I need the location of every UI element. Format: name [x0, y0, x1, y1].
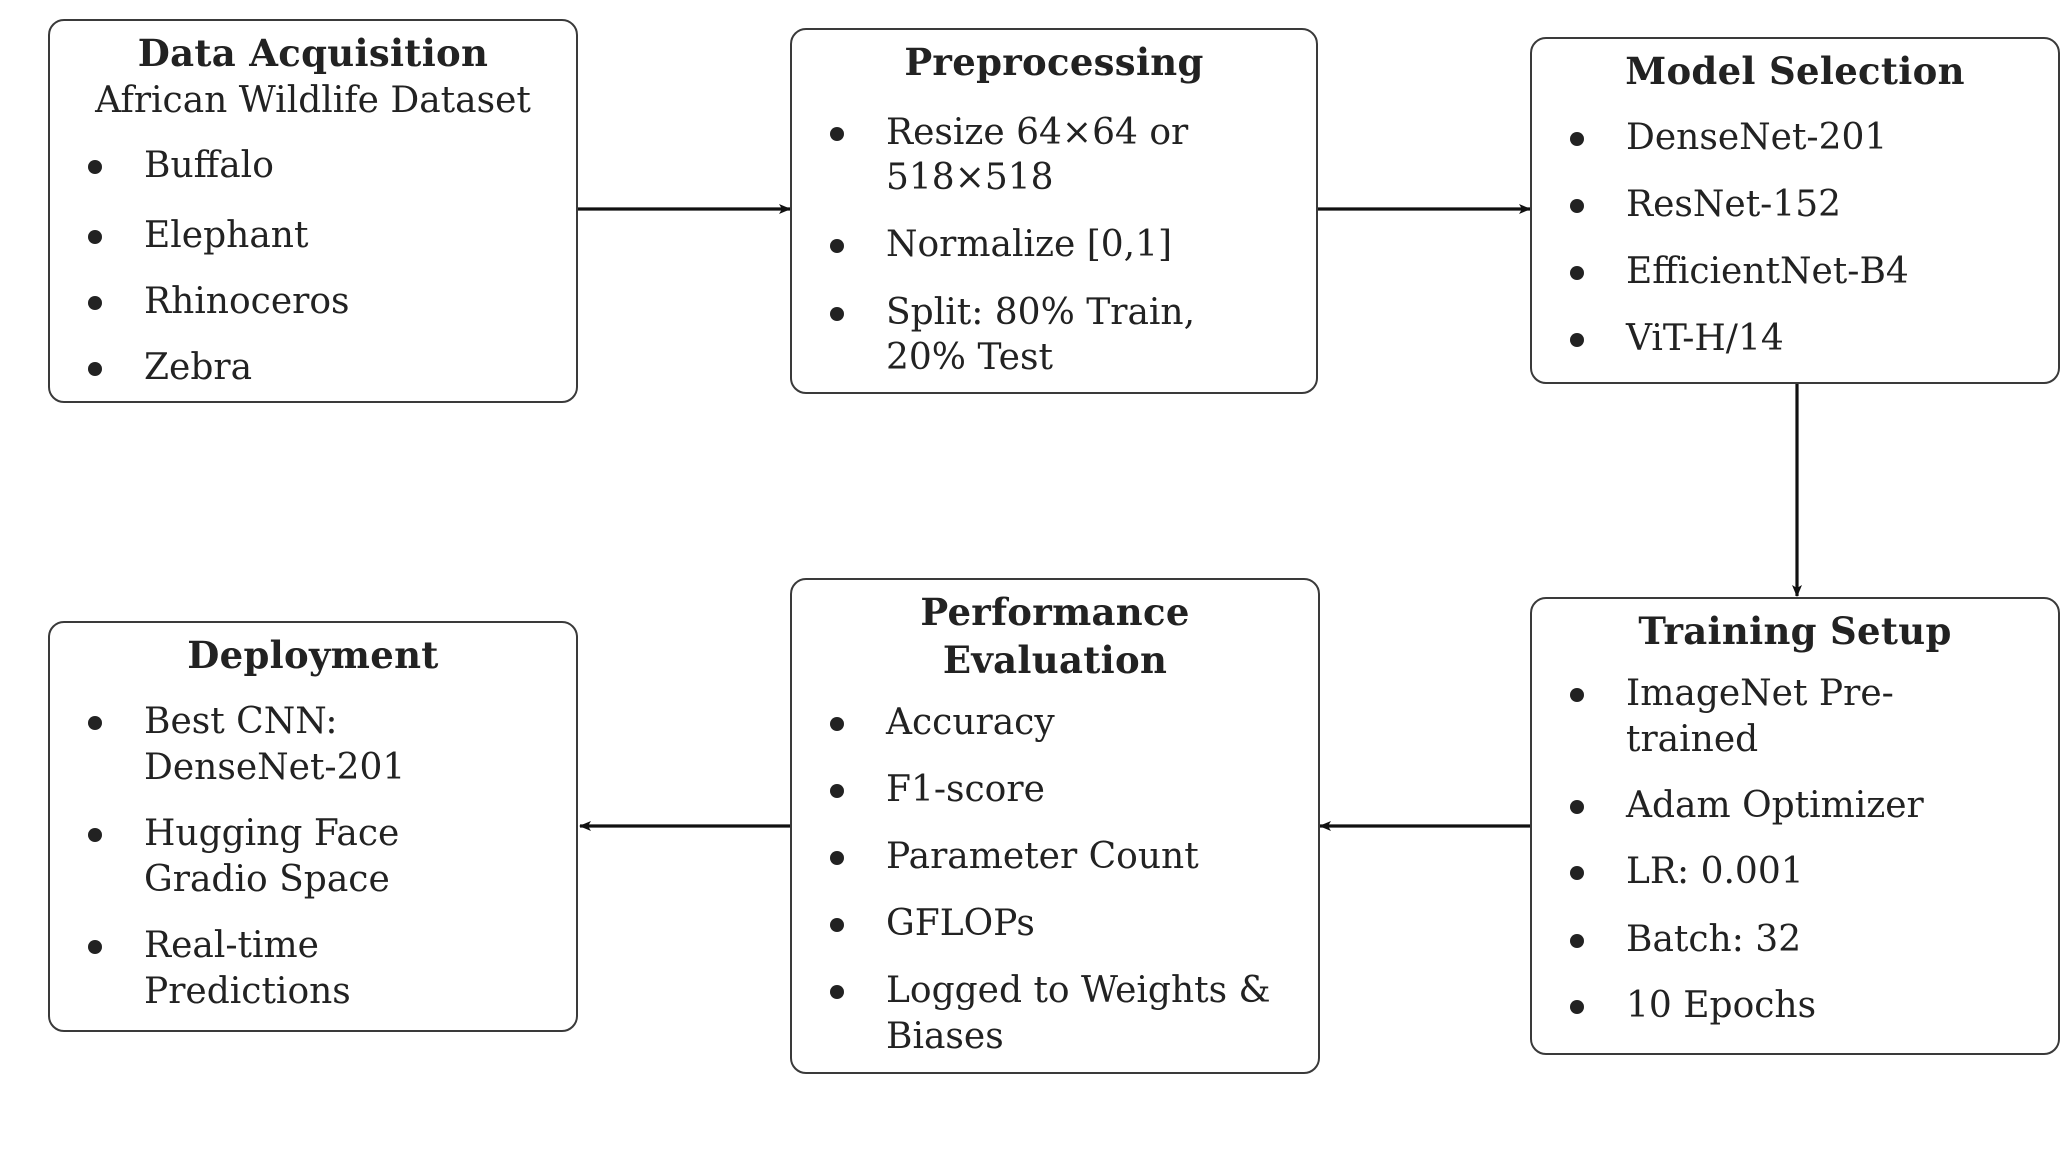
- performance-evaluation-box: Performance Evaluation Accuracy F1-score…: [790, 578, 1320, 1074]
- list-item: Buffalo: [88, 143, 554, 189]
- list-item: Accuracy: [830, 700, 1296, 746]
- list-item: GFLOPs: [830, 901, 1296, 947]
- list-item: EfficientNet-B4: [1570, 249, 2036, 295]
- performance-evaluation-title-line1: Performance: [920, 590, 1190, 634]
- list-item: 10 Epochs: [1570, 983, 1976, 1029]
- list-item: Real-time Predictions: [88, 923, 484, 1015]
- data-acquisition-title: Data Acquisition: [137, 31, 489, 75]
- list-item: Parameter Count: [830, 834, 1296, 880]
- preprocessing-title: Preprocessing: [904, 40, 1204, 84]
- list-item: Resize 64×64 or 518×518: [830, 110, 1254, 200]
- training-setup-box: Training Setup ImageNet Pre-trained Adam…: [1530, 597, 2060, 1055]
- list-item: Best CNN: DenseNet-201: [88, 699, 484, 791]
- list-item: Zebra: [88, 345, 554, 391]
- data-acquisition-subtitle: African Wildlife Dataset: [95, 80, 531, 121]
- performance-evaluation-list: Accuracy F1-score Parameter Count GFLOPs…: [814, 700, 1296, 1060]
- list-item: ImageNet Pre-trained: [1570, 671, 1976, 763]
- preprocessing-list: Resize 64×64 or 518×518 Normalize [0,1] …: [814, 110, 1294, 380]
- list-item: Rhinoceros: [88, 279, 554, 325]
- deployment-box: Deployment Best CNN: DenseNet-201 Huggin…: [48, 621, 578, 1032]
- list-item: LR: 0.001: [1570, 849, 1976, 895]
- training-setup-list: ImageNet Pre-trained Adam Optimizer LR: …: [1554, 671, 2036, 1029]
- training-setup-title: Training Setup: [1638, 609, 1952, 653]
- data-acquisition-box: Data Acquisition African Wildlife Datase…: [48, 19, 578, 403]
- data-acquisition-list: Buffalo Elephant Rhinoceros Zebra: [72, 143, 554, 391]
- preprocessing-box: Preprocessing Resize 64×64 or 518×518 No…: [790, 28, 1318, 394]
- list-item: ResNet-152: [1570, 182, 2036, 228]
- model-selection-box: Model Selection DenseNet-201 ResNet-152 …: [1530, 37, 2060, 384]
- list-item: Normalize [0,1]: [830, 222, 1254, 268]
- deployment-list: Best CNN: DenseNet-201 Hugging Face Grad…: [72, 699, 554, 1015]
- performance-evaluation-title-line2: Evaluation: [942, 638, 1168, 682]
- model-selection-list: DenseNet-201 ResNet-152 EfficientNet-B4 …: [1554, 115, 2036, 362]
- list-item: F1-score: [830, 767, 1296, 813]
- model-selection-title: Model Selection: [1625, 49, 1965, 93]
- list-item: Elephant: [88, 213, 554, 259]
- list-item: Batch: 32: [1570, 917, 1976, 963]
- list-item: Hugging Face Gradio Space: [88, 811, 484, 903]
- list-item: Adam Optimizer: [1570, 783, 1976, 829]
- list-item: DenseNet-201: [1570, 115, 2036, 161]
- list-item: Logged to Weights & Biases: [830, 968, 1296, 1060]
- list-item: Split: 80% Train, 20% Test: [830, 290, 1254, 380]
- deployment-title: Deployment: [187, 633, 439, 677]
- list-item: ViT-H/14: [1570, 316, 2036, 362]
